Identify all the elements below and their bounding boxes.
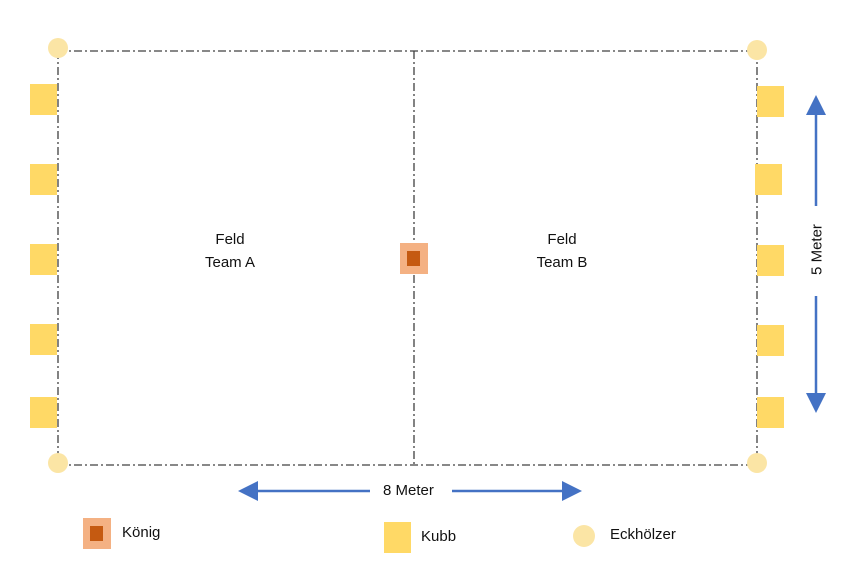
width-dimension-label: 8 Meter xyxy=(383,482,434,499)
legend-kubb-label: Kubb xyxy=(421,528,457,545)
kubb-a-2 xyxy=(30,164,57,195)
kubb-b-3 xyxy=(757,245,784,276)
legend-symbols xyxy=(83,518,595,553)
kubb-a-5 xyxy=(30,397,57,428)
field-a-title: Feld xyxy=(215,231,245,248)
corner-stakes xyxy=(48,38,767,473)
legend-kubb-icon xyxy=(384,522,411,553)
height-dimension-label: 5 Meter xyxy=(808,214,826,285)
corner-stake-bottom-left xyxy=(48,453,68,473)
field-b-team: Team B xyxy=(536,254,588,271)
kubbs-team-b xyxy=(755,86,784,428)
field-b-label: Feld Team B xyxy=(517,228,607,274)
legend-corner-stake-icon xyxy=(573,525,595,547)
kubb-b-2 xyxy=(755,164,782,195)
legend-king-label: König xyxy=(122,524,161,541)
kubbs-team-a xyxy=(30,84,57,428)
corner-stake-top-left xyxy=(48,38,68,58)
kubb-a-1 xyxy=(30,84,57,115)
kubb-b-1 xyxy=(757,86,784,117)
kubb-a-3 xyxy=(30,244,57,275)
king-piece xyxy=(400,243,428,274)
field-b-title: Feld xyxy=(547,231,577,248)
field-a-label: Feld Team A xyxy=(185,228,275,274)
legend-king-inner xyxy=(90,526,103,541)
legend-corner-stake-label: Eckhölzer xyxy=(610,526,676,543)
field-a-team: Team A xyxy=(204,254,256,271)
kubb-a-4 xyxy=(30,324,57,355)
kubb-b-5 xyxy=(757,397,784,428)
kubb-b-4 xyxy=(757,325,784,356)
corner-stake-top-right xyxy=(747,40,767,60)
field-boundary xyxy=(57,50,758,466)
corner-stake-bottom-right xyxy=(747,453,767,473)
king-inner xyxy=(407,251,420,266)
